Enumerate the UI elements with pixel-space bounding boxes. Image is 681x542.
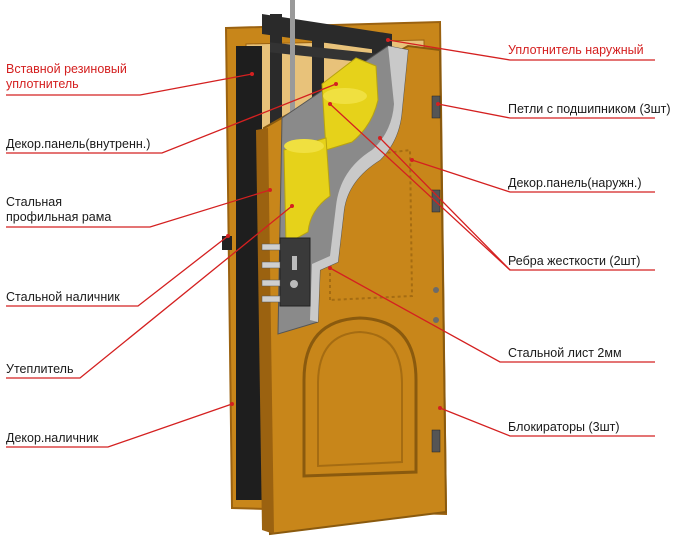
label-rubber-seal: Вставной резиновый уплотнитель — [6, 62, 127, 91]
label-steel-casing: Стальной наличник — [6, 290, 120, 304]
dot-hinges — [436, 102, 440, 106]
dot-steel-frame — [268, 188, 272, 192]
dot-rubber-seal — [250, 72, 254, 76]
dot-insulation — [290, 204, 294, 208]
lock-cylinder — [290, 280, 298, 288]
dot-inner-panel — [334, 82, 338, 86]
steel-sheet-edge — [310, 46, 408, 322]
label-outer-seal: Уплотнитель наружный — [508, 43, 644, 57]
leader-insulation — [6, 205, 293, 379]
label-steel-sheet: Стальной лист 2мм — [508, 346, 622, 360]
dot-blockers — [438, 406, 442, 410]
dot-steel-casing — [226, 234, 230, 238]
dot-stiffeners-2 — [378, 136, 382, 140]
door-leaf-edge — [256, 128, 274, 534]
leader-steel-sheet — [329, 267, 655, 363]
dot-outer-seal — [386, 38, 390, 42]
dot-decor-casing — [230, 402, 234, 406]
label-inner-panel: Декор.панель(внутренн.) — [6, 137, 151, 151]
leader-rubber-seal — [6, 73, 253, 96]
hinge-bottom — [431, 429, 441, 453]
leader-inner-panel — [6, 83, 337, 154]
lock-bolt-4 — [261, 295, 281, 303]
steel-casing-bar — [222, 236, 232, 250]
arch-moulding-inner — [317, 330, 403, 468]
label-outer-panel: Декор.панель(наружн.) — [508, 176, 642, 190]
leader-outer-seal — [387, 39, 655, 61]
dot-stiffeners — [328, 102, 332, 106]
label-decor-casing: Декор.наличник — [6, 431, 99, 445]
steel-frame-left — [236, 46, 262, 500]
leader-blockers — [439, 407, 655, 437]
insulation-upper — [321, 57, 379, 151]
lock-keyhole — [292, 256, 297, 270]
insulation-lower — [283, 137, 331, 245]
label-blockers: Блокираторы (3шт) — [508, 420, 620, 434]
label-insulation: Утеплитель — [6, 362, 74, 376]
blocker-1 — [433, 287, 439, 293]
leader-lines — [6, 39, 655, 448]
label-steel-frame: Стальная профильная рама — [6, 195, 112, 224]
leader-outer-panel — [411, 159, 655, 193]
leader-steel-frame — [6, 189, 271, 228]
dot-steel-sheet — [328, 266, 332, 270]
leader-steel-casing — [6, 235, 229, 307]
arch-moulding-outer — [302, 316, 418, 478]
label-stiffeners: Ребра жесткости (2шт) — [508, 254, 641, 268]
hinge-top — [431, 95, 441, 119]
lock-body — [279, 237, 311, 307]
blocker-2 — [433, 317, 439, 323]
lock-bolt-3 — [261, 279, 281, 287]
lock-bolt-2 — [261, 261, 281, 269]
leader-dots — [226, 38, 442, 410]
dot-outer-panel — [410, 158, 414, 162]
label-hinges: Петли с подшипником (3шт) — [508, 102, 671, 116]
insulation-lower-cap — [284, 139, 324, 153]
leader-stiffeners-2 — [379, 137, 511, 271]
insulation-top-cap — [323, 88, 367, 104]
lock-bolt-1 — [261, 243, 281, 251]
leader-decor-casing — [6, 403, 233, 448]
leader-hinges — [437, 103, 655, 119]
